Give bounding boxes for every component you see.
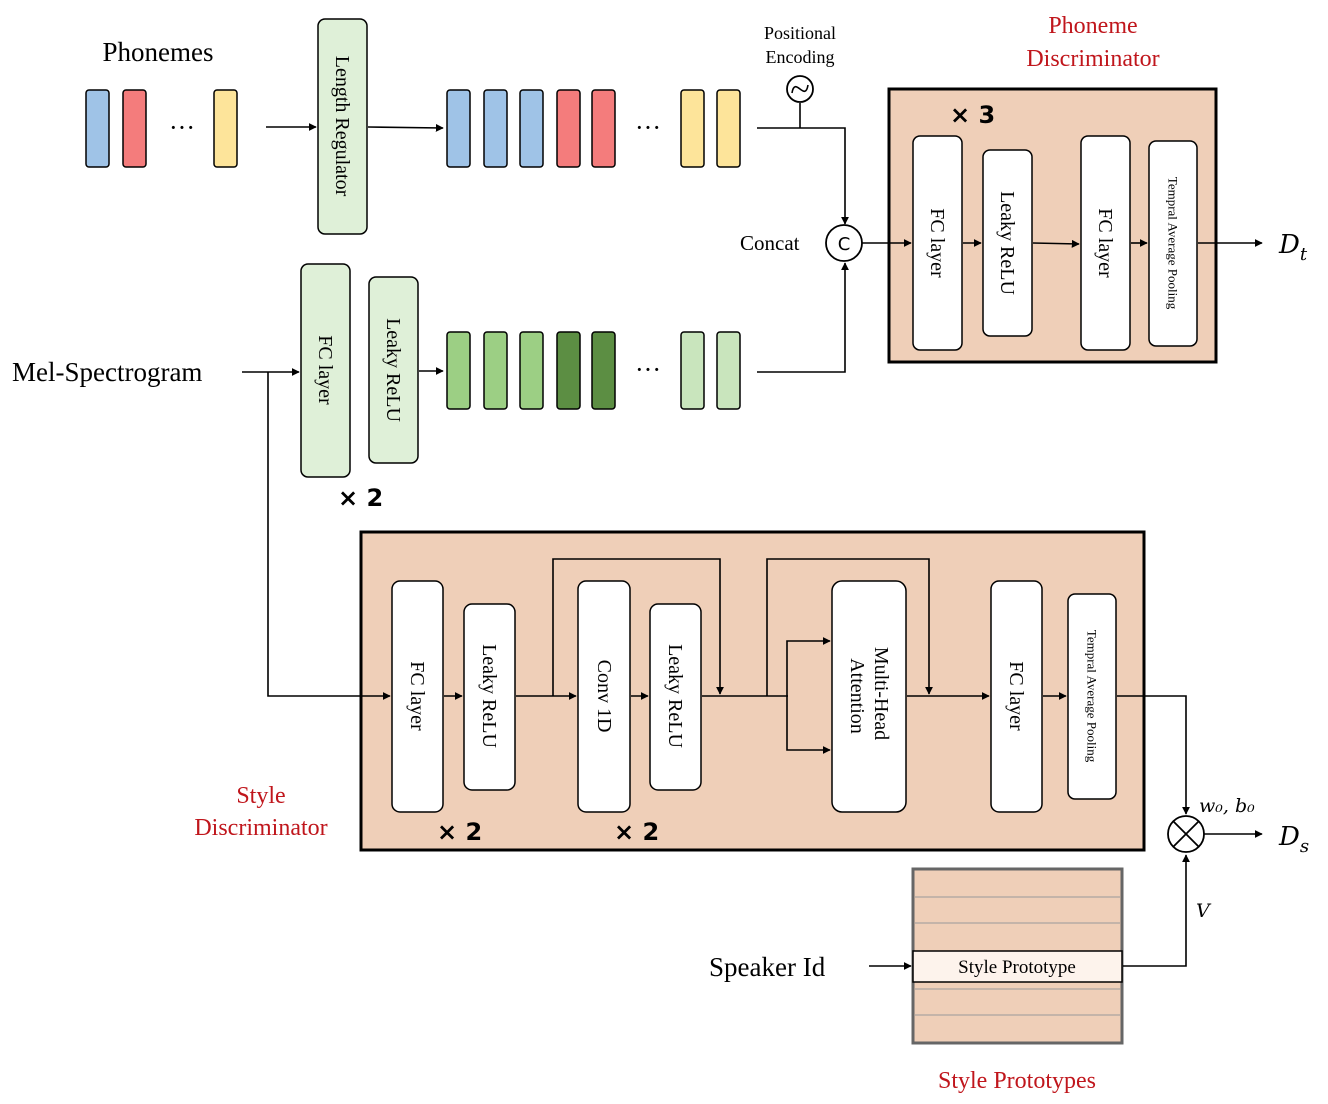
mha-line-1: Multi-Head xyxy=(870,647,892,740)
style-discriminator-title-2: Discriminator xyxy=(194,815,327,841)
sd-fc-layer-2-block xyxy=(990,580,1043,813)
phonemes-label: Phonemes xyxy=(103,37,214,67)
pd-leaky-relu-label: Leaky ReLU xyxy=(996,191,1018,295)
phoneme-token xyxy=(122,89,147,168)
ds-output-label: Ds xyxy=(1278,822,1309,857)
style-prototypes-table: Style Prototype xyxy=(911,867,1124,1045)
concat-icon: C xyxy=(825,224,863,262)
style-prototype-row xyxy=(912,950,1123,983)
phoneme-discriminator-title-1: Phoneme xyxy=(1048,13,1137,39)
mel-token xyxy=(556,331,581,410)
style-discriminator-title-1: Style xyxy=(236,783,285,809)
regulated-token xyxy=(519,89,544,168)
phoneme-discriminator-title-2: Discriminator xyxy=(1026,46,1159,72)
concat-symbol: C xyxy=(838,234,851,255)
sd-leaky-relu-2-label: Leaky ReLU xyxy=(664,644,686,748)
mel-repeat-label: × 2 xyxy=(338,484,383,512)
mel-token xyxy=(446,331,471,410)
positional-encoding-line-1: Positional xyxy=(764,23,836,43)
regulated-token xyxy=(483,89,508,168)
wb-label: w₀, b₀ xyxy=(1199,795,1255,817)
pd-pooling-label: Tempral Average Pooling xyxy=(1166,177,1181,310)
mel-embedding-tokens xyxy=(446,331,741,410)
ds-main: D xyxy=(1278,822,1300,852)
mha-line-2: Attention xyxy=(846,658,868,734)
speaker-id-label: Speaker Id xyxy=(709,952,826,982)
dt-sub: t xyxy=(1300,244,1308,265)
ellipsis: ··· xyxy=(635,355,661,384)
mel-token xyxy=(483,331,508,410)
sd-pooling-block xyxy=(1067,593,1117,800)
style-prototype-label: Style Prototype xyxy=(958,957,1076,978)
length-regulator-label: Length Regulator xyxy=(331,56,353,197)
pd-repeat-label: × 3 xyxy=(950,101,995,129)
dt-main: D xyxy=(1278,230,1300,260)
mel-fc-layer-label: FC layer xyxy=(314,335,336,405)
mel-fc-layer-block xyxy=(300,263,351,478)
phoneme-token xyxy=(213,89,238,168)
positional-encoding-icon xyxy=(786,75,814,103)
sd-fc-repeat-label: × 2 xyxy=(437,818,482,846)
connections xyxy=(242,103,1263,970)
pd-leaky-relu-block xyxy=(982,149,1033,337)
positional-encoding-line-2: Encoding xyxy=(766,47,835,67)
regulated-token xyxy=(556,89,581,168)
phoneme-tokens xyxy=(85,89,238,168)
ds-sub: s xyxy=(1300,836,1309,857)
mel-spectrogram-label: Mel-Spectrogram xyxy=(12,357,202,387)
mel-token xyxy=(716,331,741,410)
mel-token xyxy=(519,331,544,410)
sd-conv1d-block xyxy=(577,580,631,813)
sd-fc-layer-block xyxy=(391,580,444,813)
mel-token xyxy=(591,331,616,410)
pd-fc-layer-1-label: FC layer xyxy=(926,208,948,278)
sd-leaky-relu-2-block xyxy=(649,603,702,791)
pd-fc-layer-2-block xyxy=(1080,135,1131,351)
mel-token xyxy=(680,331,705,410)
pd-pooling-block xyxy=(1148,140,1198,347)
multiply-icon xyxy=(1167,815,1205,853)
regulated-token xyxy=(680,89,705,168)
dt-output-label: Dt xyxy=(1278,230,1308,265)
sd-fc-layer-label: FC layer xyxy=(406,661,428,731)
ellipsis: ··· xyxy=(635,113,661,142)
concat-label: Concat xyxy=(740,231,800,255)
sd-conv-repeat-label: × 2 xyxy=(614,818,659,846)
mel-leaky-relu-label: Leaky ReLU xyxy=(382,318,404,422)
v-label: V xyxy=(1196,900,1212,922)
sd-mha-label: Multi-Head Attention xyxy=(846,647,892,745)
length-regulator-block xyxy=(317,18,368,235)
sd-leaky-relu-1-block xyxy=(463,603,516,791)
regulated-token xyxy=(446,89,471,168)
sd-leaky-relu-1-label: Leaky ReLU xyxy=(478,644,500,748)
sd-mha-block xyxy=(831,580,907,813)
regulated-phoneme-tokens xyxy=(446,89,741,168)
sd-fc-layer-2-label: FC layer xyxy=(1005,661,1027,731)
style-prototypes-title: Style Prototypes xyxy=(938,1068,1096,1094)
regulated-token xyxy=(716,89,741,168)
pd-fc-layer-2-label: FC layer xyxy=(1094,208,1116,278)
pd-fc-layer-1-block xyxy=(912,135,963,351)
regulated-token xyxy=(591,89,616,168)
sd-conv1d-label: Conv 1D xyxy=(593,660,615,733)
sd-pooling-label: Tempral Average Pooling xyxy=(1085,630,1100,763)
phoneme-token xyxy=(85,89,110,168)
ellipsis: ··· xyxy=(169,113,195,142)
mel-leaky-relu-block xyxy=(368,276,419,464)
